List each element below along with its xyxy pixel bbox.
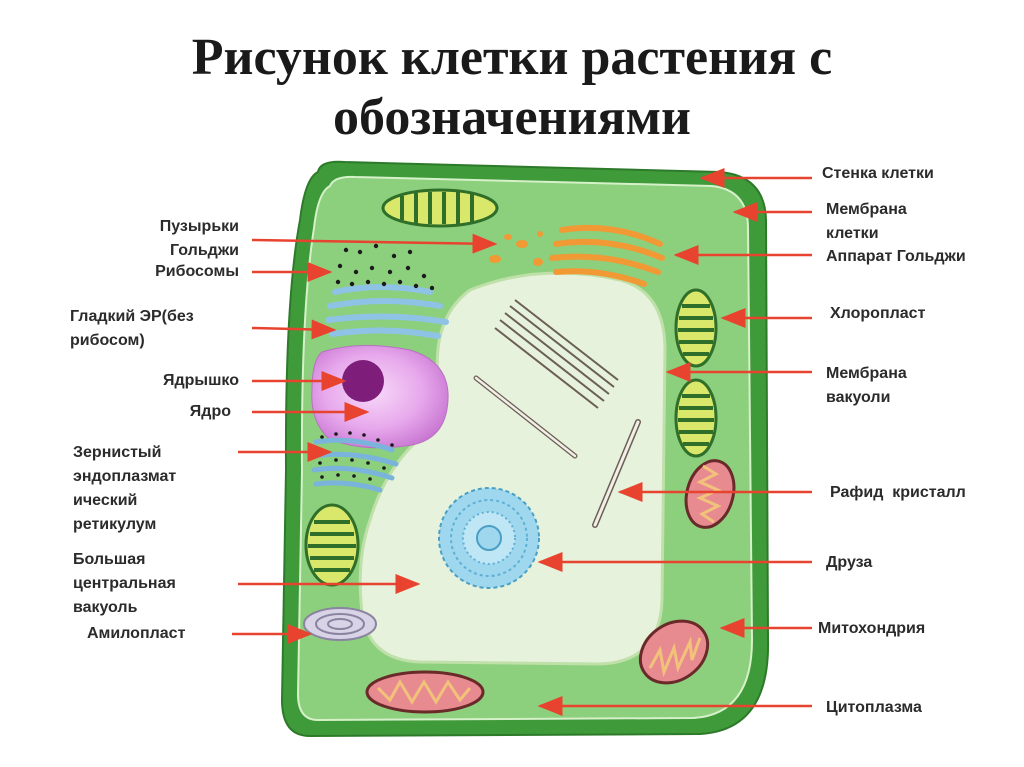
label-golgi-vesicles: Пузырьки Гольджи [160,215,239,263]
label-arrows [232,168,812,716]
label-cell-wall: Стенка клетки [822,165,934,182]
label-rough-er-line-1: Зернистый [73,444,162,461]
raphide-crystal-bundle [494,299,619,409]
label-vacuole-membrane: Мембрана вакуоли [826,362,907,410]
amyloplast [303,607,377,641]
smooth-er [325,284,449,339]
chloroplast-left [304,503,360,587]
label-nucleus: Ядро [189,403,231,420]
label-golgi-vesicles-line-1: Пузырьки [159,218,239,235]
label-chloroplast: Хлоропласт [830,305,926,322]
rough-er-ribosomes [318,431,394,481]
label-nucleolus: Ядрышко [163,372,239,389]
label-golgi-vesicles-line-2: Гольджи [170,242,239,259]
label-central-vacuole: Большая центральная вакуоль [73,548,176,620]
mitochondrion-right-upper [684,459,736,529]
raphide-crystal [592,419,641,528]
chloroplast-right-upper [674,288,718,368]
golgi-vesicles [489,231,543,266]
title-line-1: Рисунок клетки растения с [191,29,833,86]
nucleus [311,345,449,449]
label-vacuole-membrane-line-2: вакуоли [826,389,891,406]
chloroplast-top [381,188,499,228]
label-vacuole-membrane-line-1: Мембрана [826,365,907,382]
label-rough-er-line-3: ический [73,492,138,509]
label-cell-membrane: Мембрана клетки [826,198,907,246]
golgi-apparatus [549,224,665,287]
label-golgi-apparatus: Аппарат Гольджи [826,248,966,265]
mitochondrion-bottom [365,670,485,714]
label-druse: Друза [826,554,873,571]
label-rough-er-line-4: ретикулум [73,516,157,533]
label-cytoplasm: Цитоплазма [826,699,922,716]
label-smooth-er-line-1: Гладкий ЭР(без [70,308,194,325]
mitochondrion-right-lower [638,619,710,685]
label-mitochondrion: Митохондрия [818,620,926,637]
label-central-vacuole-line-1: Большая [73,551,146,568]
ribosomes [335,243,435,291]
chloroplast-right-lower [674,378,718,458]
label-rough-er-line-2: эндоплазмат [73,468,177,485]
label-amyloplast: Амилопласт [87,625,186,642]
label-smooth-er-line-2: рибосом) [70,332,145,349]
label-cell-membrane-line-2: клетки [826,225,879,242]
label-central-vacuole-line-2: центральная [73,575,176,592]
label-smooth-er: Гладкий ЭР(без рибосом) [70,305,194,353]
label-ribosomes: Рибосомы [155,263,239,280]
nucleolus [342,360,384,402]
label-cell-membrane-line-1: Мембрана [826,201,907,218]
raphide-crystal-needle [473,375,578,459]
label-central-vacuole-line-3: вакуоль [73,599,138,616]
title-line-2: обозначениями [333,89,691,146]
druse-crystal [438,487,540,589]
page-title: Рисунок клетки растения с обозначениями [0,28,1024,148]
label-raphide-crystal: Рафид кристалл [830,484,966,501]
label-rough-er: Зернистый эндоплазмат ический ретикулум [73,441,176,537]
